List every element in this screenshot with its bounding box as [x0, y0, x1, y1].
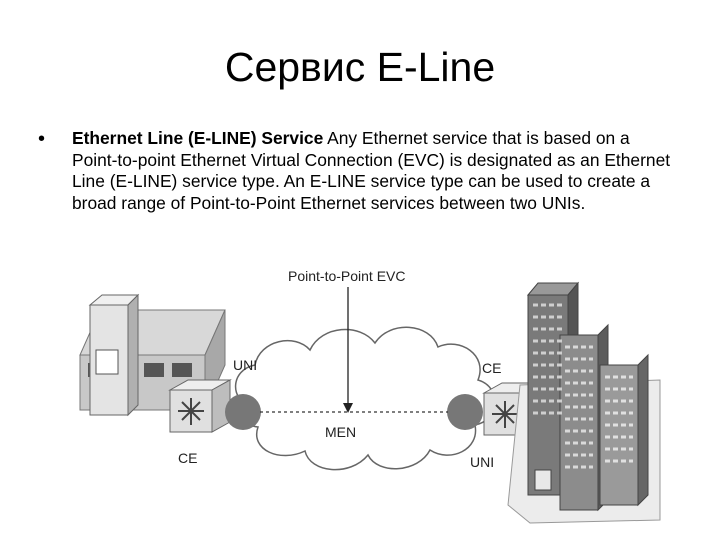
bullet-term: Ethernet Line (E-LINE) Service — [72, 128, 324, 148]
left-uni-port — [225, 394, 261, 430]
bullet-marker: • — [38, 128, 46, 150]
left-uni-label: UNI — [233, 357, 257, 373]
left-ce-router-icon — [168, 379, 232, 433]
cloud-label: MEN — [325, 424, 356, 440]
right-uni-label: UNI — [470, 454, 494, 470]
left-ce-label: CE — [178, 450, 197, 466]
evc-label: Point-to-Point EVC — [288, 268, 406, 284]
right-uni-port — [447, 394, 483, 430]
right-buildings-icon — [507, 281, 661, 524]
evc-pointer-head — [343, 403, 353, 413]
e-line-diagram: Point-to-Point EVC MEN UNI CE CE UNI — [79, 268, 661, 524]
right-ce-label: CE — [482, 360, 501, 376]
slide-title: Сервис E-Line — [224, 44, 496, 90]
bullet-body: Any Ethernet service that is based on a … — [72, 128, 671, 213]
bullet-text: Ethernet Line (E-LINE) Service Any Ether… — [72, 128, 678, 214]
